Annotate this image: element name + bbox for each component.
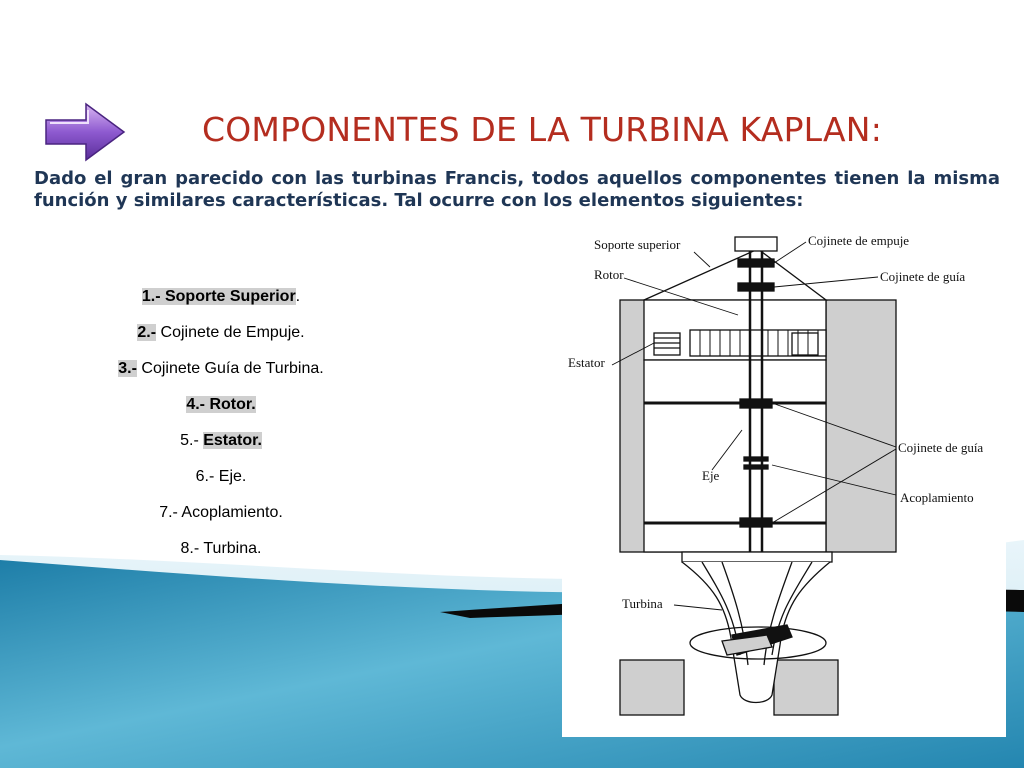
item-name: Acoplamiento. bbox=[181, 504, 283, 521]
item-number: 5.- bbox=[180, 432, 199, 449]
label-estator: Estator bbox=[568, 355, 605, 370]
list-item: 6.- Eje. bbox=[60, 464, 382, 500]
label-acoplamiento: Acoplamiento bbox=[900, 490, 974, 505]
item-name: Rotor. bbox=[209, 396, 256, 413]
label-soporte: Soporte superior bbox=[594, 237, 681, 252]
label-turbina: Turbina bbox=[622, 596, 663, 611]
item-number: 6.- bbox=[195, 468, 215, 485]
item-number: 8.- bbox=[180, 540, 200, 557]
item-suffix: . bbox=[295, 288, 301, 305]
arrow-right-icon bbox=[45, 102, 126, 162]
kaplan-turbine-diagram: Soporte superior Rotor Estator Eje Turbi… bbox=[562, 225, 1006, 737]
item-name: Cojinete de Empuje. bbox=[160, 324, 305, 341]
intro-paragraph: Dado el gran parecido con las turbinas F… bbox=[34, 168, 1000, 211]
page-title: COMPONENTES DE LA TURBINA KAPLAN: bbox=[202, 110, 883, 149]
label-eje: Eje bbox=[702, 468, 720, 483]
diagram-svg: Soporte superior Rotor Estator Eje Turbi… bbox=[568, 233, 983, 716]
components-list: 1.- Soporte Superior. 2.- Cojinete de Em… bbox=[60, 284, 382, 572]
item-number: 4.- bbox=[186, 396, 205, 413]
item-name: Estator. bbox=[203, 432, 262, 449]
item-name: Cojinete Guía de Turbina. bbox=[141, 360, 324, 377]
list-item: 4.- Rotor. bbox=[60, 392, 382, 428]
item-name: Soporte Superior bbox=[164, 288, 296, 305]
list-item: 3.- Cojinete Guía de Turbina. bbox=[60, 356, 382, 392]
item-name: Turbina. bbox=[203, 540, 262, 557]
item-number: 1.- bbox=[141, 288, 161, 305]
item-number: 2.- bbox=[137, 324, 157, 341]
item-number: 3.- bbox=[118, 360, 137, 377]
item-name: Eje. bbox=[218, 468, 247, 485]
label-cojinete-empuje: Cojinete de empuje bbox=[808, 233, 909, 248]
list-item: 5.- Estator. bbox=[60, 428, 382, 464]
list-item: 2.- Cojinete de Empuje. bbox=[60, 320, 382, 356]
label-cojinete-guia-top: Cojinete de guía bbox=[880, 269, 965, 284]
item-number: 7.- bbox=[159, 504, 178, 521]
list-item: 1.- Soporte Superior. bbox=[60, 284, 382, 320]
label-cojinete-guia-mid: Cojinete de guía bbox=[898, 440, 983, 455]
label-rotor: Rotor bbox=[594, 267, 624, 282]
list-item: 8.- Turbina. bbox=[60, 536, 382, 572]
list-item: 7.- Acoplamiento. bbox=[60, 500, 382, 536]
